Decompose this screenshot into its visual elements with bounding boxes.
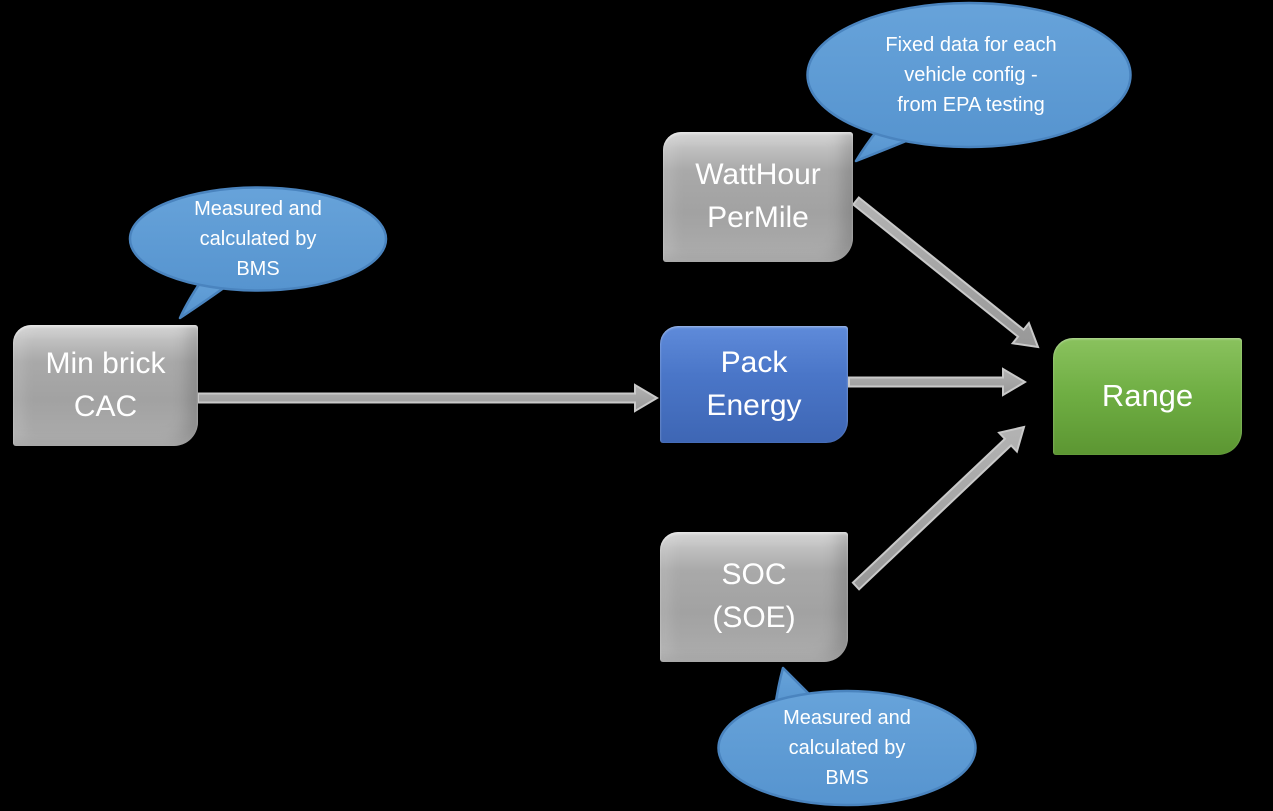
node-soc-soe-label: SOC (SOE) — [712, 558, 796, 634]
speech-bubble-shape — [717, 666, 977, 807]
node-range-label: Range — [1101, 378, 1194, 414]
node-pack-energy-label: Pack Energy — [706, 345, 802, 422]
callout-measured-bms-left-text: Measured and calculated by BMS — [194, 198, 322, 280]
arrow-minbrickcac-to-packenergy — [197, 383, 659, 413]
callout-fixed-data-epa: Fixed data for each vehicle config - fro… — [806, 1, 1136, 165]
callout-measured-bms-bottom-text: Measured and calculated by BMS — [783, 707, 911, 789]
node-watthour-per-mile-label: WattHour PerMile — [695, 158, 821, 234]
arrow-socsoe-to-range — [851, 425, 1026, 591]
callout-measured-bms-bottom: Measured and calculated by BMS — [715, 660, 979, 810]
arrow-watthourpermile-to-range — [851, 196, 1040, 349]
node-min-brick-cac: Min brick CAC — [13, 325, 198, 446]
node-watthour-per-mile: WattHour PerMile — [663, 132, 853, 262]
node-min-brick-cac-label: Min brick CAC — [45, 346, 166, 423]
callout-fixed-data-epa-text: Fixed data for each vehicle config - fro… — [885, 34, 1057, 116]
callout-measured-bms-left: Measured and calculated by BMS — [128, 186, 388, 321]
node-soc-soe: SOC (SOE) — [660, 532, 848, 662]
speech-bubble-shape — [806, 1, 1132, 163]
node-pack-energy: Pack Energy — [660, 326, 848, 443]
node-range: Range — [1053, 338, 1242, 455]
arrow-packenergy-to-range — [848, 367, 1027, 397]
speech-bubble-shape — [128, 186, 388, 320]
